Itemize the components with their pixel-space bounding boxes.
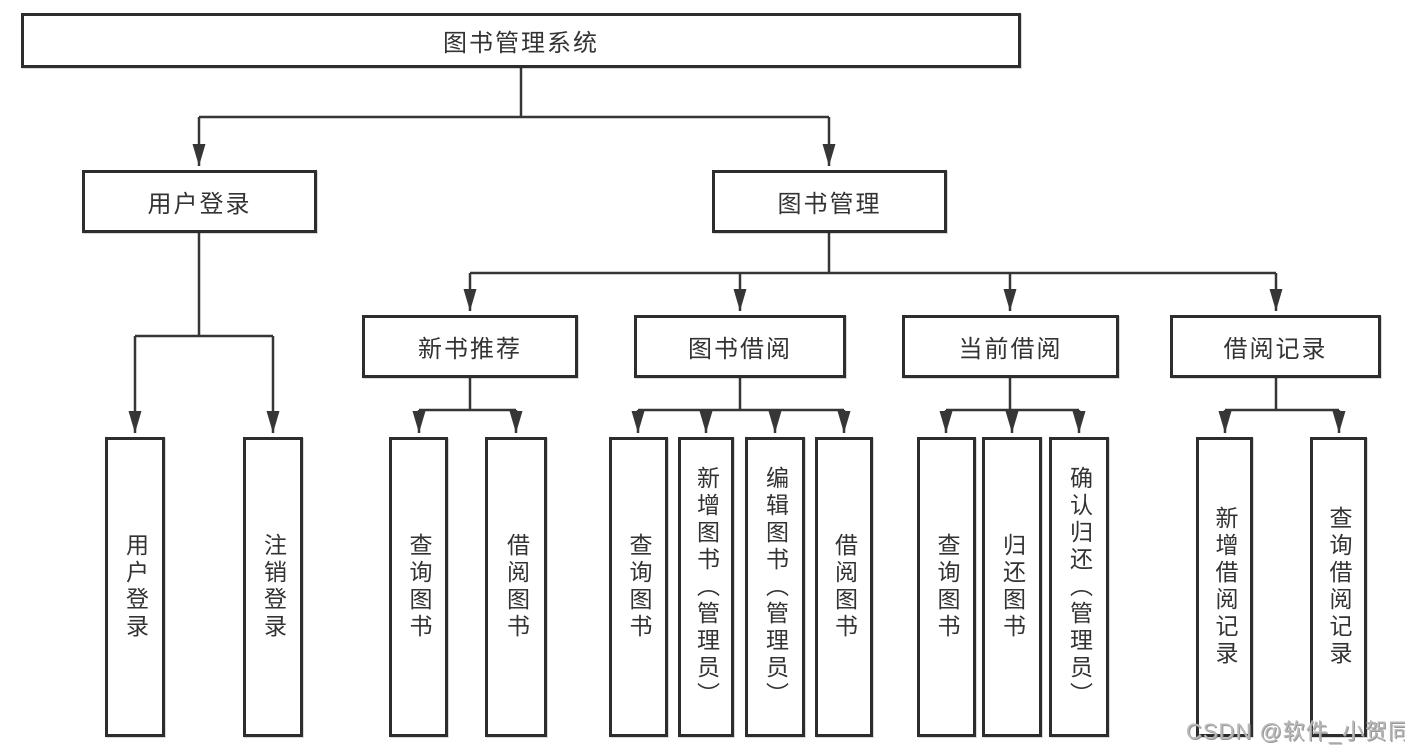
node-query-borrow-record: 查询借阅记录 xyxy=(1310,437,1367,737)
node-confirm-return-admin: 确认归还（管理员） xyxy=(1049,437,1109,737)
node-return-books: 归还图书 xyxy=(982,437,1042,737)
node-add-borrow-record: 新增借阅记录 xyxy=(1196,437,1253,737)
node-query-books-recommend: 查询图书 xyxy=(389,437,448,737)
node-current-borrowing: 当前借阅 xyxy=(902,315,1119,378)
node-user-login-group: 用户登录 xyxy=(82,170,317,233)
node-edit-books-admin: 编辑图书（管理员） xyxy=(745,437,805,737)
csdn-watermark: CSDN @软件_小贺同学 xyxy=(1186,719,1405,744)
node-logout: 注销登录 xyxy=(243,437,303,737)
node-add-books-admin: 新增图书（管理员） xyxy=(678,437,734,737)
node-borrowing-records: 借阅记录 xyxy=(1170,315,1381,378)
node-book-borrowing: 图书借阅 xyxy=(634,315,846,378)
node-query-books-borrowing: 查询图书 xyxy=(609,437,668,737)
node-book-management: 图书管理 xyxy=(712,170,947,233)
node-library-management-system: 图书管理系统 xyxy=(21,13,1021,68)
node-borrow-books-borrowing: 借阅图书 xyxy=(815,437,873,737)
node-borrow-books-recommend: 借阅图书 xyxy=(485,437,547,737)
node-new-book-recommend: 新书推荐 xyxy=(362,315,578,378)
node-query-books-current: 查询图书 xyxy=(917,437,976,737)
node-user-login: 用户登录 xyxy=(105,437,165,737)
